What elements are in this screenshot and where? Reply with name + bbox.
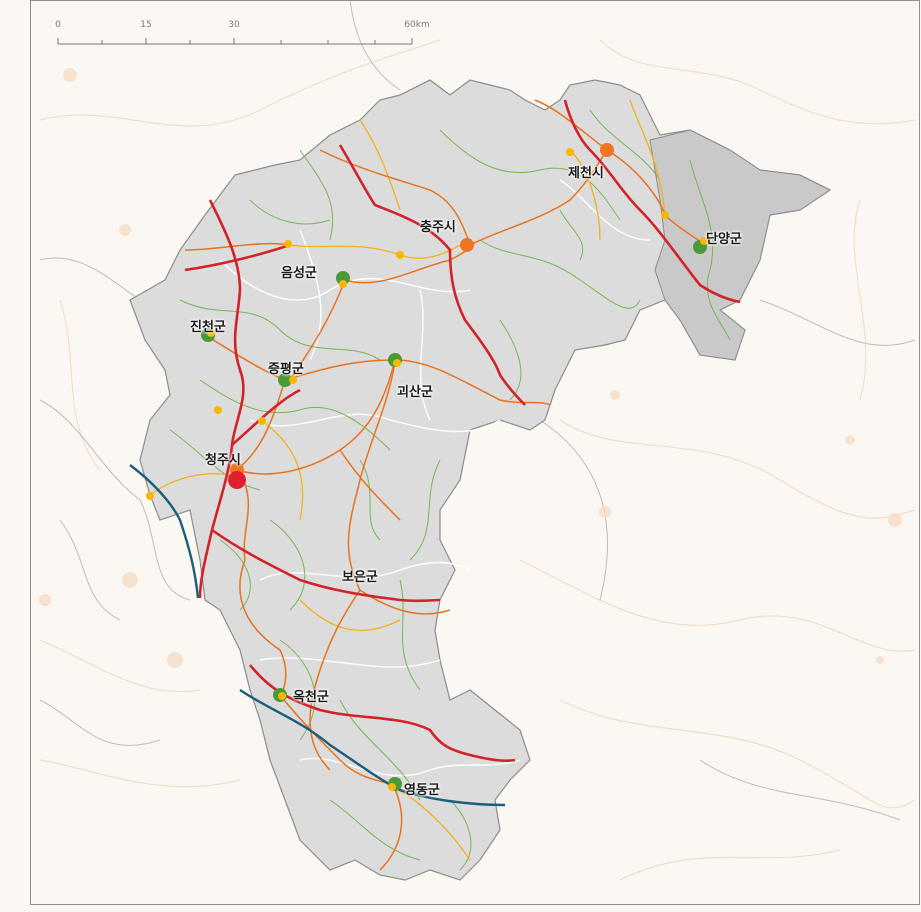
node-jeungpyeong-yellow bbox=[289, 376, 297, 384]
node-cheongju-minor-c bbox=[146, 492, 154, 500]
scale-tick-15: 15 bbox=[140, 20, 152, 30]
node-yeongdong-yellow bbox=[388, 783, 396, 791]
node-jecheon bbox=[600, 143, 614, 157]
node-cheongju-red bbox=[228, 471, 246, 489]
railways bbox=[129, 464, 506, 807]
background-boundaries bbox=[39, 0, 916, 821]
scale-tick-0: 0 bbox=[55, 20, 61, 30]
label-jecheon: 제천시 bbox=[568, 166, 604, 181]
node-danyang-yellow bbox=[700, 237, 708, 245]
label-goesan: 괴산군 bbox=[397, 385, 433, 400]
label-cheongju: 청주시 bbox=[205, 453, 241, 468]
node-goesan-yellow bbox=[393, 359, 401, 367]
background-towns bbox=[39, 68, 902, 668]
national-roads bbox=[184, 99, 706, 871]
label-chungju: 충주시 bbox=[420, 220, 456, 235]
danyang-subregion bbox=[649, 129, 831, 361]
city-nodes bbox=[146, 143, 708, 791]
label-jincheon: 진천군 bbox=[190, 320, 226, 335]
node-jincheon-yellow bbox=[207, 329, 215, 337]
node-cheongju-minor-b bbox=[258, 417, 266, 425]
province-region bbox=[129, 79, 832, 881]
node-eumseong-green bbox=[336, 271, 350, 285]
expressways bbox=[184, 99, 741, 763]
label-danyang: 단양군 bbox=[706, 232, 742, 247]
node-jeungpyeong-green bbox=[278, 373, 292, 387]
background-roads bbox=[39, 39, 916, 881]
label-jeungpyeong: 증평군 bbox=[268, 362, 304, 377]
label-yeongdong: 영동군 bbox=[404, 783, 440, 798]
node-chungju bbox=[460, 238, 474, 252]
provincial-roads bbox=[149, 99, 666, 861]
node-okcheon-yellow bbox=[278, 692, 286, 700]
label-boeun: 보은군 bbox=[342, 570, 378, 585]
node-jecheon-minor bbox=[566, 148, 574, 156]
node-eumseong-yellow bbox=[339, 280, 347, 288]
node-eumseong-minor-b bbox=[396, 251, 404, 259]
scale-tick-30: 30 bbox=[228, 20, 240, 30]
node-cheongju-minor-a bbox=[214, 406, 222, 414]
label-eumseong: 음성군 bbox=[281, 266, 317, 281]
label-okcheon: 옥천군 bbox=[293, 690, 329, 705]
local-roads bbox=[169, 109, 731, 871]
scale-tick-60km: 60km bbox=[404, 20, 430, 30]
node-eumseong-minor-a bbox=[284, 240, 292, 248]
scale-bar-line bbox=[57, 38, 413, 45]
scale-bar: 0 15 30 60km bbox=[55, 20, 435, 50]
node-danyang-minor bbox=[661, 211, 669, 219]
